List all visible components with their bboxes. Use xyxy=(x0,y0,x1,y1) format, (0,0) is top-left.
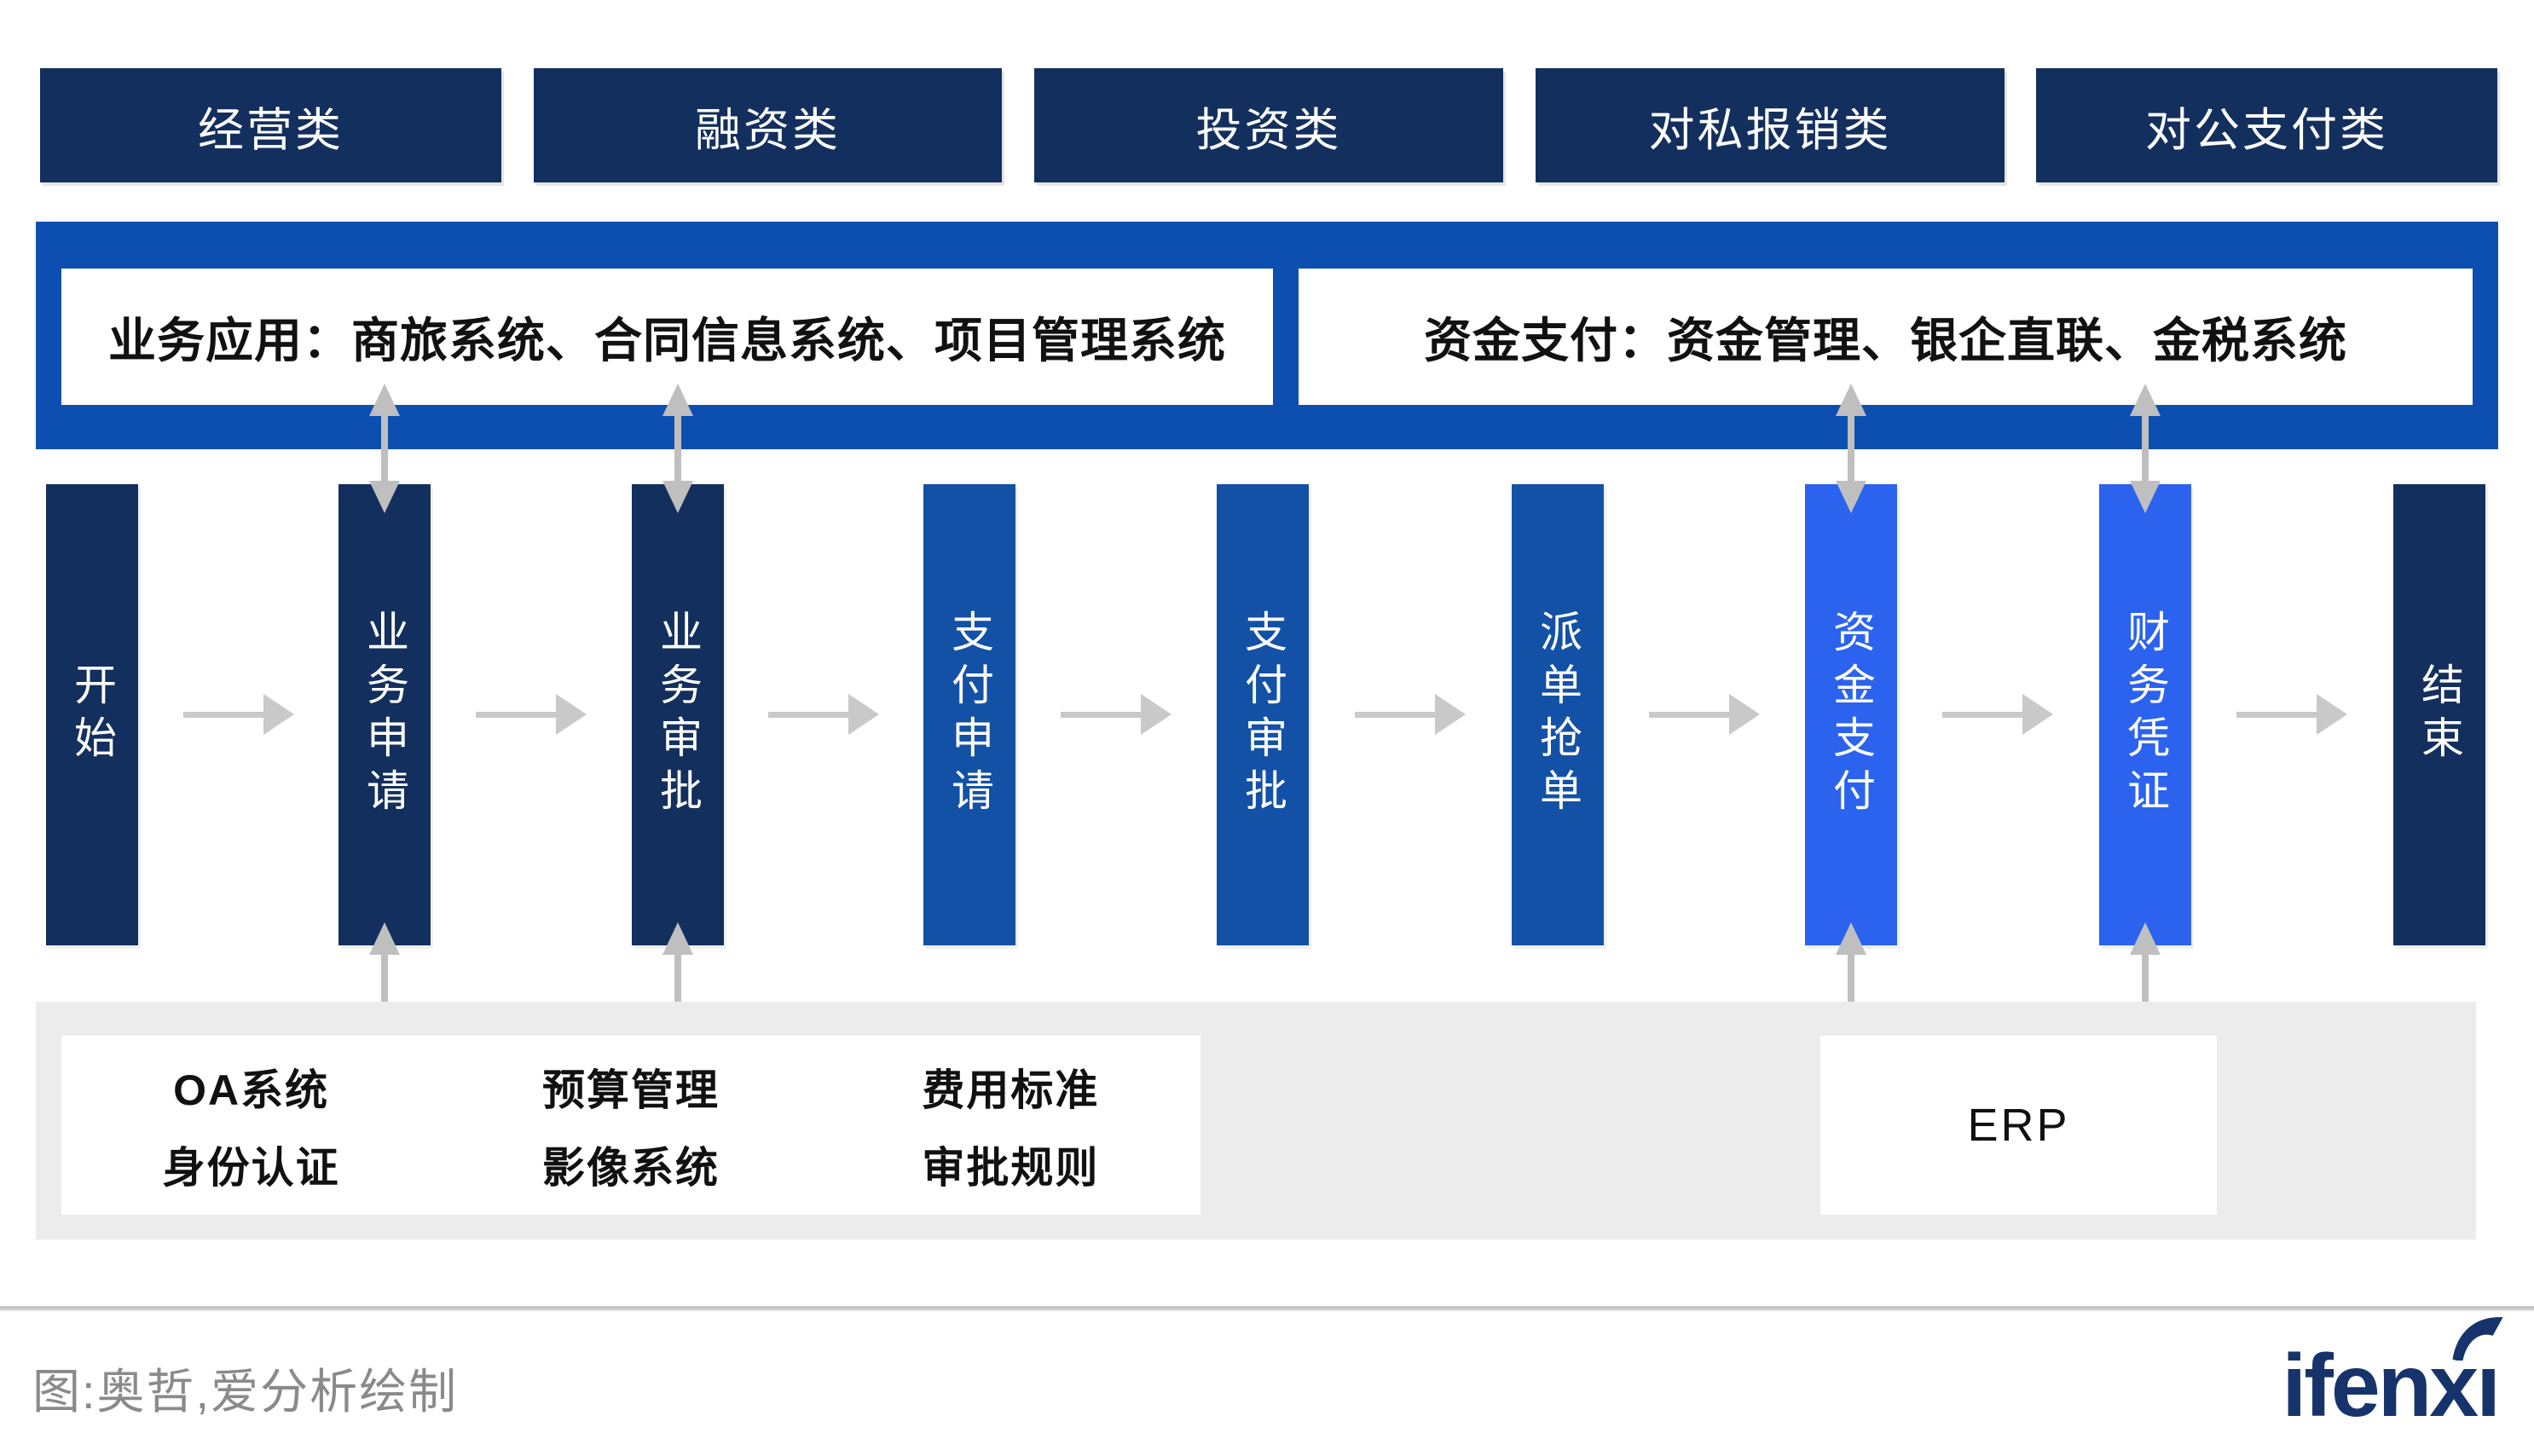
category-box-financing: 融资类 xyxy=(534,68,1002,182)
support-item-budget: 预算管理 xyxy=(541,1066,720,1114)
flow-step-business-approve: 业务审批 xyxy=(632,484,724,945)
flow-arrow-right-icon xyxy=(2236,694,2347,735)
flow-arrow-right-icon xyxy=(1355,694,1466,735)
support-item-imaging: 影像系统 xyxy=(541,1143,720,1192)
category-box-corporate-pay: 对公支付类 xyxy=(2036,68,2497,182)
double-arrow-vertical-icon xyxy=(369,384,400,513)
category-box-investment: 投资类 xyxy=(1034,68,1503,182)
category-label: 对私报销类 xyxy=(1648,104,1892,156)
flow-arrow-right-icon xyxy=(476,694,587,735)
flow-step-label: 结束 xyxy=(2415,662,2463,768)
support-item-identity: 身份认证 xyxy=(162,1143,340,1192)
flow-step-label: 支付申请 xyxy=(946,609,993,821)
band-box-funds-payment-label: 资金支付：资金管理、银企直联、金税系统 xyxy=(1424,313,2347,367)
ifenxi-logo: ifenxı xyxy=(2282,1317,2503,1446)
flow-step-label: 开始 xyxy=(68,662,116,768)
double-arrow-vertical-icon xyxy=(2130,384,2161,513)
flow-step-end: 结束 xyxy=(2393,484,2485,945)
flow-step-funds-payment: 资金支付 xyxy=(1805,484,1897,945)
category-box-personal-reimb: 对私报销类 xyxy=(1536,68,2005,182)
flow-arrow-right-icon xyxy=(1942,694,2053,735)
category-label: 投资类 xyxy=(1195,104,1342,156)
flow-arrow-right-icon xyxy=(768,694,879,735)
flow-step-label: 业务申请 xyxy=(361,609,408,821)
flow-arrow-right-icon xyxy=(1061,694,1172,735)
double-arrow-vertical-icon xyxy=(1836,384,1866,513)
flow-step-start: 开始 xyxy=(46,484,138,945)
category-box-operating: 经营类 xyxy=(40,68,501,182)
flow-step-business-apply: 业务申请 xyxy=(338,484,431,945)
support-item-approval-rules: 审批规则 xyxy=(922,1143,1100,1192)
support-item-oa: OA系统 xyxy=(173,1066,330,1114)
flow-step-dispatch-grab: 派单抢单 xyxy=(1512,484,1604,945)
flow-step-label: 支付审批 xyxy=(1239,609,1287,821)
flow-arrow-right-icon xyxy=(1649,694,1760,735)
erp-label: ERP xyxy=(1967,1100,2070,1151)
support-systems-box: OA系统 预算管理 费用标准 身份认证 影像系统 审批规则 xyxy=(61,1036,1200,1215)
footer-divider xyxy=(0,1306,2534,1311)
flow-step-label: 财务凭证 xyxy=(2121,609,2169,821)
logo-swoosh-icon xyxy=(2452,1317,2503,1361)
application-band: 业务应用：商旅系统、合同信息系统、项目管理系统 资金支付：资金管理、银企直联、金… xyxy=(36,222,2498,449)
category-label: 对公支付类 xyxy=(2145,104,2388,156)
double-arrow-vertical-icon xyxy=(662,384,693,513)
erp-box: ERP xyxy=(1820,1036,2217,1215)
band-box-business-apps: 业务应用：商旅系统、合同信息系统、项目管理系统 xyxy=(61,269,1273,405)
category-label: 经营类 xyxy=(198,104,344,156)
band-box-business-apps-label: 业务应用：商旅系统、合同信息系统、项目管理系统 xyxy=(108,313,1226,367)
band-box-funds-payment: 资金支付：资金管理、银企直联、金税系统 xyxy=(1299,269,2473,405)
flow-step-payment-approve: 支付审批 xyxy=(1217,484,1309,945)
flow-step-payment-apply: 支付申请 xyxy=(923,484,1015,945)
flow-step-label: 资金支付 xyxy=(1827,609,1875,821)
support-item-expense-std: 费用标准 xyxy=(922,1066,1100,1114)
flow-arrow-right-icon xyxy=(183,694,294,735)
category-label: 融资类 xyxy=(695,104,841,156)
flow-step-finance-voucher: 财务凭证 xyxy=(2099,484,2191,945)
ifenxi-logo-text: ifenxı xyxy=(2282,1337,2501,1436)
source-caption: 图:奥哲,爱分析绘制 xyxy=(32,1365,459,1418)
flow-step-label: 业务审批 xyxy=(654,609,702,821)
flow-step-label: 派单抢单 xyxy=(1534,609,1582,821)
